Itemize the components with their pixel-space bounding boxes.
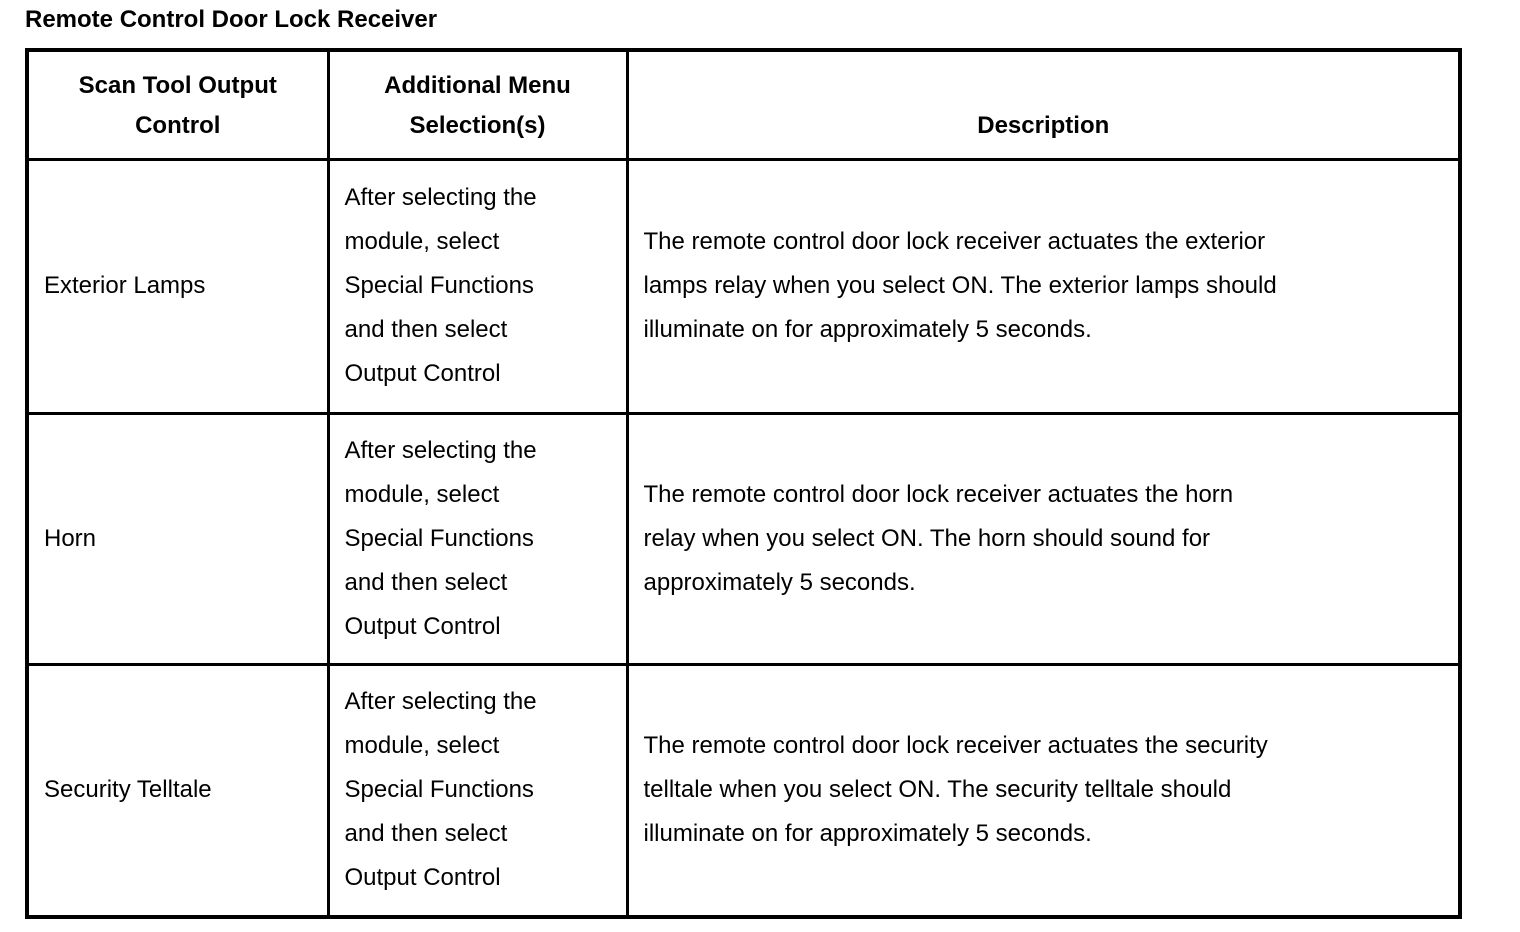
cell-description: The remote control door lock receiver ac… [625, 157, 1462, 415]
table-header-row: Scan Tool Output Control Additional Menu… [25, 48, 1462, 161]
table-row-horn: Horn After selecting the module, select … [25, 411, 1462, 666]
cell-control: Security Telltale [25, 662, 330, 919]
cell-control: Horn [25, 411, 330, 666]
cell-control: Exterior Lamps [25, 157, 330, 415]
cell-description: The remote control door lock receiver ac… [625, 662, 1462, 919]
cell-menu-selection: After selecting the module, select Speci… [326, 411, 629, 666]
header-additional-menu-selections: Additional Menu Selection(s) [326, 48, 629, 161]
cell-menu-selection: After selecting the module, select Speci… [326, 157, 629, 415]
cell-description: The remote control door lock receiver ac… [625, 411, 1462, 666]
output-control-table: Scan Tool Output Control Additional Menu… [25, 48, 1462, 919]
header-description: Description [625, 48, 1462, 161]
table-row-security-telltale: Security Telltale After selecting the mo… [25, 662, 1462, 919]
cell-menu-selection: After selecting the module, select Speci… [326, 662, 629, 919]
page-title: Remote Control Door Lock Receiver [25, 6, 438, 33]
table-row-exterior-lamps: Exterior Lamps After selecting the modul… [25, 157, 1462, 415]
header-scan-tool-output-control: Scan Tool Output Control [25, 48, 330, 161]
